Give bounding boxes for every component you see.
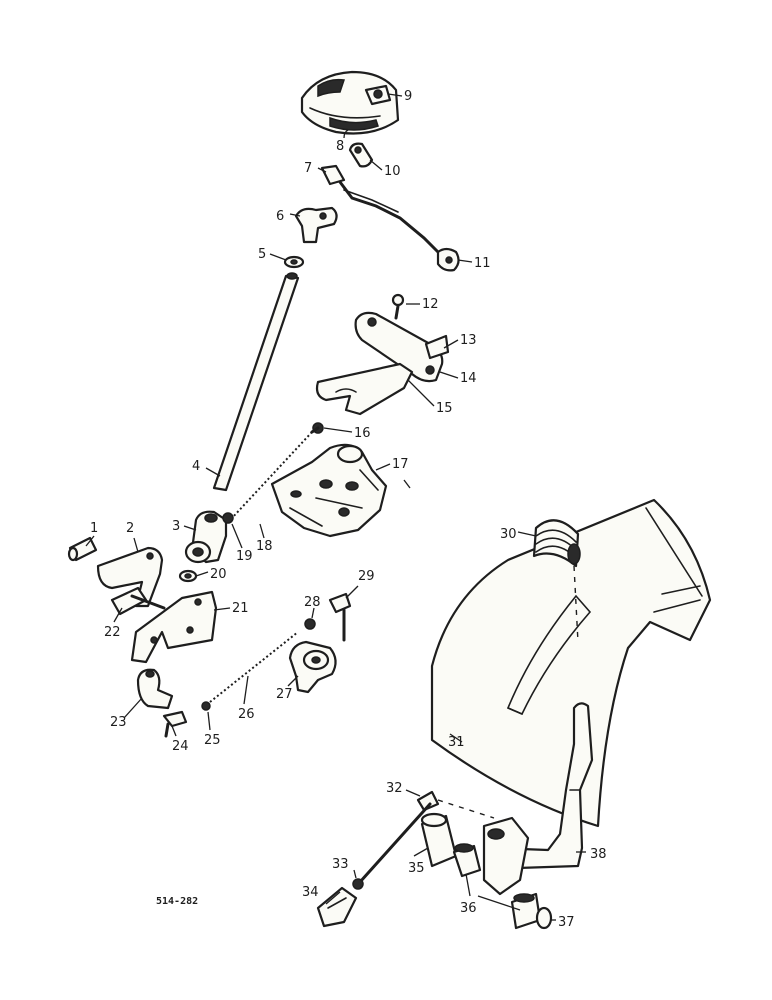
part-24-fitting — [162, 710, 188, 738]
label-21: 21 — [232, 601, 249, 616]
label-7: 7 — [304, 161, 312, 176]
part-1-pin — [67, 536, 98, 562]
label-18: 18 — [256, 539, 273, 554]
label-24: 24 — [172, 739, 189, 754]
label-5: 5 — [258, 247, 266, 262]
part-31-fender — [430, 498, 712, 828]
part-17-valve-body — [270, 443, 388, 538]
part-6-lever — [294, 206, 338, 244]
part-34-clevis — [316, 886, 358, 928]
callout-numbers: 1 2 3 4 5 6 7 8 9 10 11 12 13 14 15 16 1… — [90, 89, 607, 930]
label-25: 25 — [204, 733, 221, 748]
label-13: 13 — [460, 333, 477, 348]
part-10-clip — [348, 142, 374, 168]
part-5-washer — [283, 255, 305, 269]
label-38: 38 — [590, 847, 607, 862]
label-36: 36 — [460, 901, 477, 916]
label-10: 10 — [384, 164, 401, 179]
label-19: 19 — [236, 549, 253, 564]
label-31: 31 — [448, 735, 465, 750]
label-14: 14 — [460, 371, 477, 386]
label-32: 32 — [386, 781, 403, 796]
part-19-washer — [222, 512, 234, 524]
label-2: 2 — [126, 521, 134, 536]
part-15-bracket — [315, 362, 414, 416]
label-15: 15 — [436, 401, 453, 416]
part-32-rod-end — [358, 790, 440, 884]
part-22-clevis — [110, 586, 166, 616]
part-29-clip — [328, 592, 352, 642]
part-33-nut — [352, 878, 364, 890]
part-35-bushing — [420, 812, 458, 868]
label-28: 28 — [304, 595, 321, 610]
label-30: 30 — [500, 527, 517, 542]
label-33: 33 — [332, 857, 349, 872]
part-18-threaded-rod — [231, 426, 320, 519]
part-13-14-plate — [354, 311, 450, 383]
label-11: 11 — [474, 256, 491, 271]
part-23-elbow — [136, 668, 174, 710]
part-27-lever — [288, 640, 337, 694]
label-3: 3 — [172, 519, 180, 534]
label-34: 34 — [302, 885, 319, 900]
drawing-code: 514-282 — [156, 896, 198, 907]
part-28-nut — [304, 618, 316, 630]
part-38-pedal-arm — [482, 702, 594, 896]
label-22: 22 — [104, 625, 121, 640]
part-20-ring — [178, 569, 198, 583]
label-17: 17 — [392, 457, 409, 472]
part-12-bolt — [391, 293, 405, 320]
part-9-cap-screw — [364, 84, 392, 106]
label-29: 29 — [358, 569, 375, 584]
label-37: 37 — [558, 915, 575, 930]
label-16: 16 — [354, 426, 371, 441]
label-12: 12 — [422, 297, 439, 312]
part-2-lever — [96, 546, 164, 608]
part-8-housing-cover — [300, 70, 400, 135]
label-8: 8 — [336, 139, 344, 154]
part-4-shaft — [212, 272, 300, 492]
part-37-ring — [535, 906, 553, 930]
label-9: 9 — [404, 89, 412, 104]
part-7-link-rod — [320, 164, 440, 254]
part-3-coupling — [184, 510, 228, 564]
label-26: 26 — [238, 707, 255, 722]
label-20: 20 — [210, 567, 227, 582]
part-30-spring — [532, 519, 581, 568]
label-35: 35 — [408, 861, 425, 876]
label-6: 6 — [276, 209, 284, 224]
part-26-threaded-rod — [209, 631, 299, 703]
part-21-bracket — [130, 590, 218, 664]
label-27: 27 — [276, 687, 293, 702]
label-23: 23 — [110, 715, 127, 730]
label-4: 4 — [192, 459, 200, 474]
leader-lines — [85, 93, 586, 921]
part-25-nut — [201, 701, 211, 711]
part-11-rod-end — [436, 247, 460, 272]
label-1: 1 — [90, 521, 98, 536]
